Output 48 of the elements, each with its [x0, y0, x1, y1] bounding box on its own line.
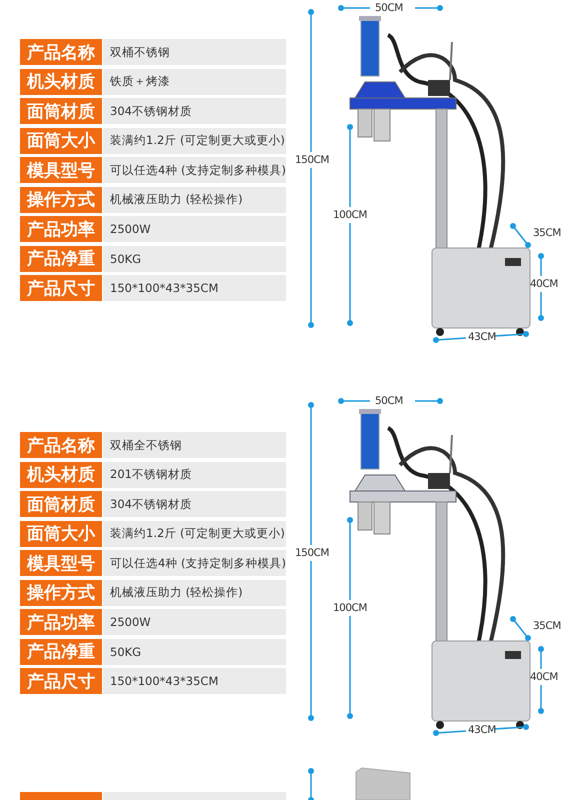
spec-value: 机械液压助力 (轻松操作): [103, 186, 286, 212]
spec-value: 装满约1.2斤 (可定制更大或更小): [103, 128, 286, 154]
dimension-label: 100CM: [333, 602, 367, 614]
dimension-label: 50CM: [375, 395, 403, 407]
dimension-label: 150CM: [295, 154, 329, 166]
dimension-label: 50CM: [375, 2, 403, 14]
spec-label: 产品功率: [20, 609, 102, 635]
spec-value: 2500W: [103, 609, 286, 635]
dimension-label: 35CM: [533, 227, 561, 239]
spec-label: 面筒材质: [20, 491, 102, 517]
dimension-label: 43CM: [468, 724, 496, 736]
spec-value: 150*100*43*35CM: [103, 668, 286, 694]
spec-value: 装满约1.2斤 (可定制更大或更小): [103, 520, 286, 546]
spec-label: 模具型号: [20, 157, 102, 183]
spec-label: 产品净重: [20, 246, 102, 272]
spec-value: 50KG: [103, 246, 286, 272]
dimension-label: 40CM: [530, 671, 558, 683]
dimension-label: 43CM: [468, 331, 496, 343]
spec-value: 304不锈钢材质: [103, 98, 286, 124]
spec-label: 操作方式: [20, 580, 102, 606]
spec-label: 面筒大小: [20, 128, 102, 154]
spec-label: 操作方式: [20, 186, 102, 212]
spec-label: 面筒大小: [20, 520, 102, 546]
spec-value: 201不锈钢材质: [103, 462, 286, 488]
spec-value: 2500W: [103, 216, 286, 242]
spec-value: 双桶不锈钢: [103, 39, 286, 65]
spec-value: 可以任选4种 (支持定制多种模具): [103, 157, 286, 183]
spec-value: 150*100*43*35CM: [103, 275, 286, 301]
spec-value: 铁质＋烤漆: [103, 68, 286, 94]
spec-label: 模具型号: [20, 550, 102, 576]
spec-value: 可以任选4种 (支持定制多种模具): [103, 550, 286, 576]
dimension-label: 100CM: [333, 209, 367, 221]
spec-label: 产品尺寸: [20, 275, 102, 301]
spec-label: 产品功率: [20, 216, 102, 242]
spec-label: 面筒材质: [20, 98, 102, 124]
dimension-label: 35CM: [533, 620, 561, 632]
spec-value: 50KG: [103, 638, 286, 664]
spec-label: 机头材质: [20, 462, 102, 488]
spec-value: 机械液压助力 (轻松操作): [103, 580, 286, 606]
spec-value: 304不锈钢材质: [103, 491, 286, 517]
dimension-label: 40CM: [530, 278, 558, 290]
spec-value: 双桶全不锈钢: [103, 432, 286, 458]
spec-label: 产品名称: [20, 39, 102, 65]
spec-label: 产品净重: [20, 638, 102, 664]
spec-label: 机头材质: [20, 68, 102, 94]
dimension-label: 150CM: [295, 547, 329, 559]
spec-label: 产品尺寸: [20, 668, 102, 694]
spec-label: 产品名称: [20, 432, 102, 458]
